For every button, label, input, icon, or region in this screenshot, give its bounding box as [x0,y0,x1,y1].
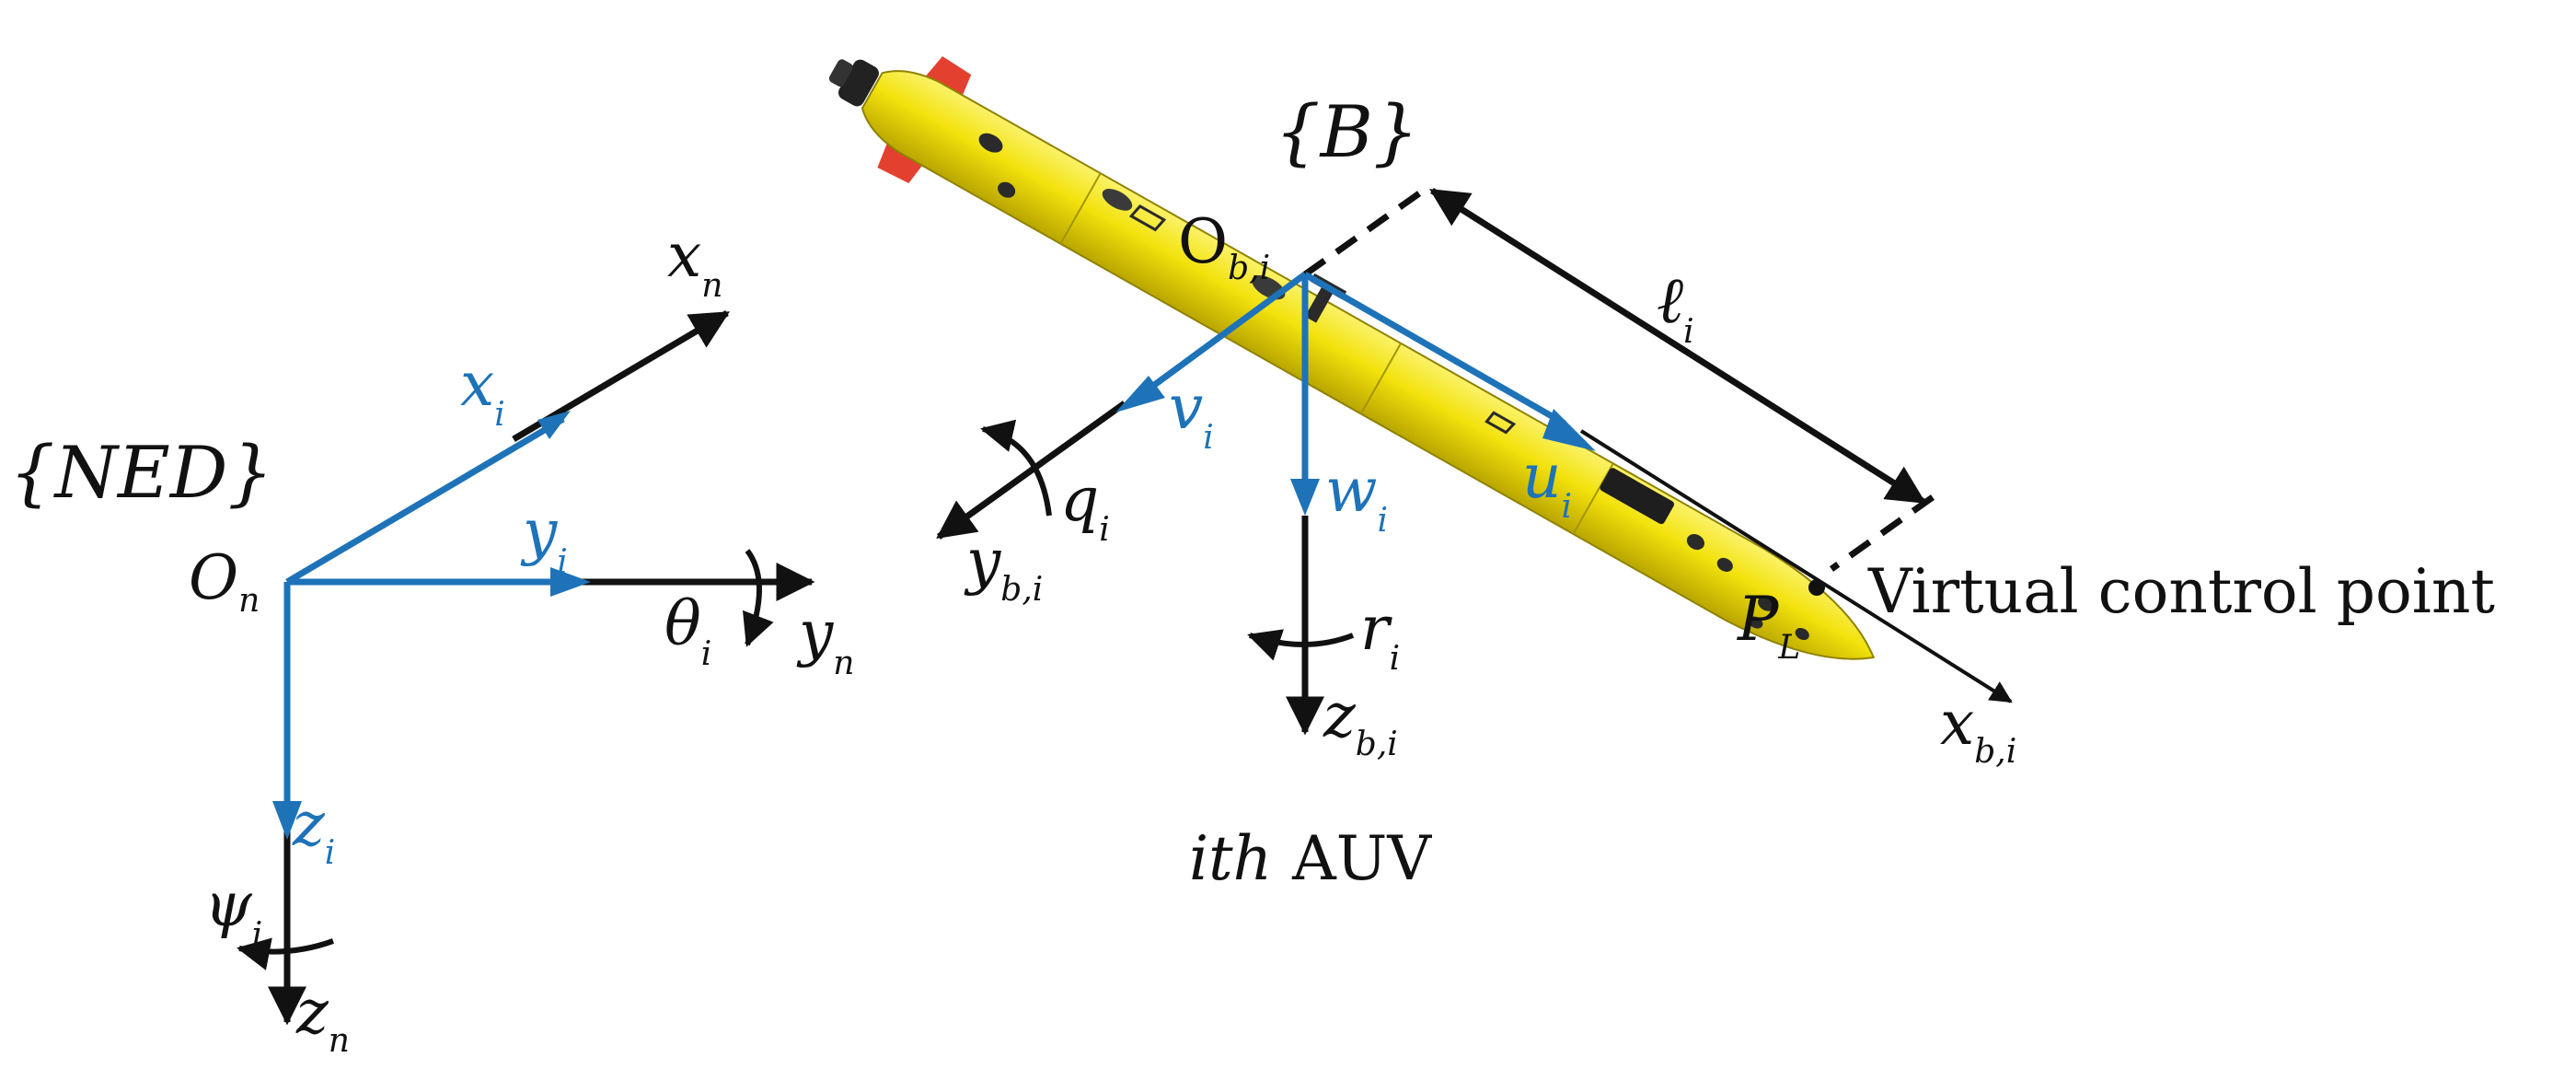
body-v-axis [1137,272,1308,399]
ned-yi-label: yi [520,496,568,581]
control-point-symbol: PL [1737,584,1800,667]
body-v-arrowhead [1115,376,1165,412]
body-z-label: zb,i [1323,680,1398,763]
ned-frame: {NED} On xn yn zn xi yi zi θi ψi [9,220,854,1060]
offset-label: ℓi [1657,262,1694,351]
body-frame: {B} Ob,i vi wi ui qi ri yb,i zb,i xb,i ℓ… [936,91,2495,771]
theta-label: θi [664,588,711,673]
offset-extension-start [1302,189,1425,277]
ned-z-label: zn [295,977,350,1060]
ned-xi-arrowhead [537,411,571,439]
offset-dimension-arrow [1429,188,1926,505]
ned-yi-arrowhead [550,567,591,597]
body-frame-label: {B} [1275,91,1419,174]
q-rotation-arrow [980,419,1052,517]
body-u-label: ui [1522,441,1572,526]
ned-frame-label: {NED} [9,432,273,515]
body-u-arrowhead [1542,409,1596,451]
r-rotation-arrow [1247,629,1355,661]
q-label: qi [1060,464,1110,549]
body-origin-label: Ob,i [1178,206,1270,287]
r-label: ri [1360,593,1400,678]
body-x-label: xb,i [1940,688,2016,771]
psi-label: ψi [204,869,262,954]
body-u-axis [1303,271,1566,427]
theta-rotation-arrow [742,549,774,647]
ned-xi-axis [285,415,565,586]
psi-rotation-arrow [237,937,335,970]
ned-x-label: xn [667,220,722,305]
body-v-label: vi [1169,372,1214,457]
body-w-arrowhead [1290,479,1320,516]
ned-y-label: yn [796,598,854,682]
ned-zi-arrowhead [272,801,302,840]
ned-xi-label: xi [460,349,505,434]
hull [861,70,1876,660]
virtual-control-point-label: Virtual control point [1867,556,2495,627]
auv-vehicle-illustration [828,56,1876,660]
ned-origin-label: On [189,542,260,620]
offset-extension-end [1829,494,1935,572]
body-w-label: wi [1325,455,1388,540]
body-y-axis [936,401,1127,540]
body-y-label: yb,i [964,526,1043,609]
propeller [838,59,879,107]
ned-zi-label: zi [292,789,335,872]
antenna-mast [1304,284,1334,323]
virtual-control-point-dot [1808,579,1825,596]
